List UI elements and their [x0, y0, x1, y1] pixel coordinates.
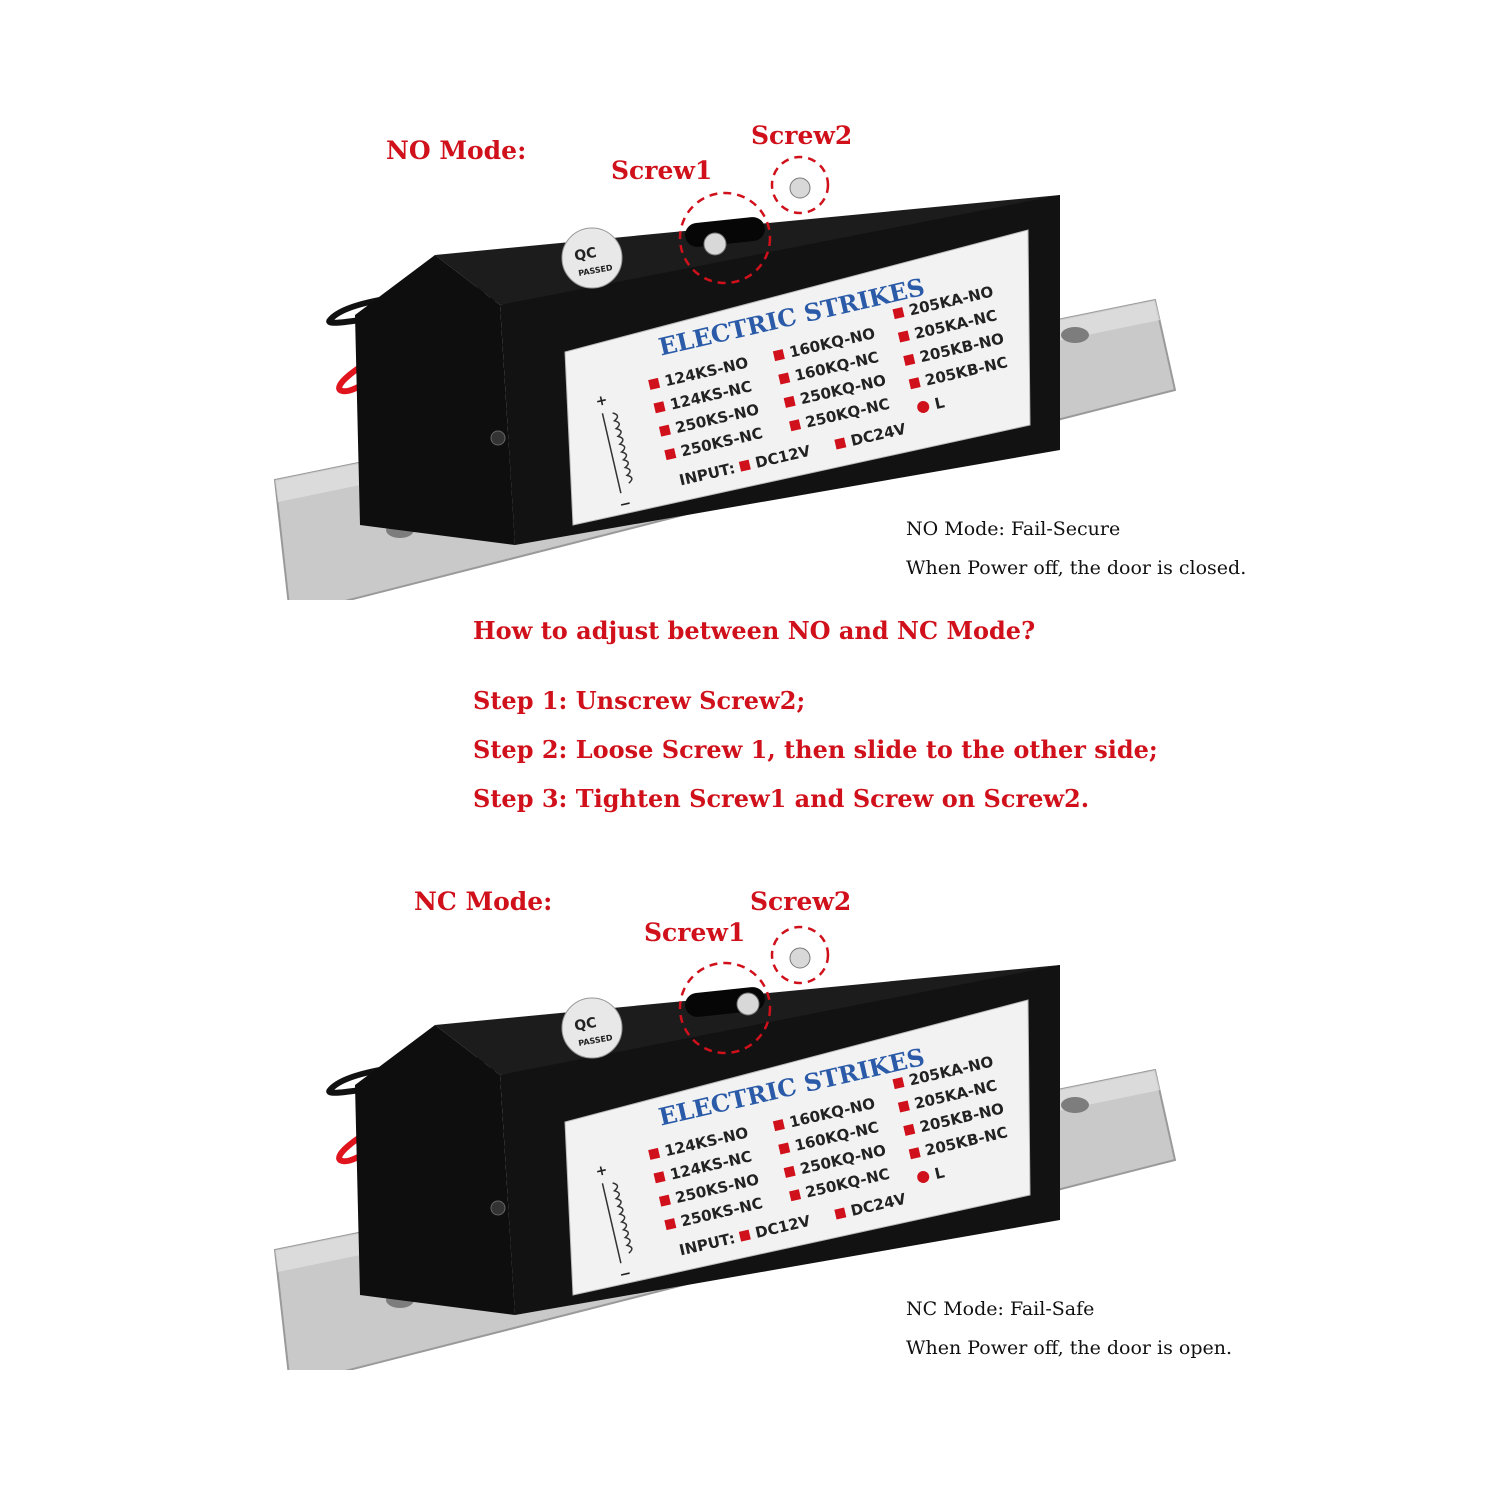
no-mode-title: NO Mode: — [386, 136, 527, 165]
adjust-question: How to adjust between NO and NC Mode? — [473, 616, 1036, 645]
screw1-icon — [703, 232, 727, 256]
svg-text:+: + — [594, 1162, 609, 1180]
screw1-dashed-circle — [678, 961, 772, 1055]
qc-passed-sticker — [561, 997, 623, 1059]
mounting-hole-icon — [1061, 1097, 1089, 1113]
nc-mode-title: NC Mode: — [414, 887, 553, 916]
coil-diagram-icon — [601, 1182, 633, 1264]
step-1: Step 1: Unscrew Screw2; — [473, 686, 806, 715]
product-label — [564, 999, 1031, 1296]
box-side-face — [355, 255, 515, 545]
box-side-face — [355, 1025, 515, 1315]
bottom-screw1-label: Screw1 — [644, 918, 746, 947]
screw2-icon — [789, 177, 811, 199]
nc-mode-note-title: NC Mode: Fail-Safe — [906, 1298, 1095, 1320]
nc-mode-note-body: When Power off, the door is open. — [906, 1337, 1233, 1359]
screw2-dashed-circle — [770, 155, 830, 215]
top-screw1-label: Screw1 — [611, 156, 713, 185]
svg-text:+: + — [594, 392, 609, 410]
svg-text:−: − — [618, 1265, 633, 1283]
screw2-dashed-circle — [770, 925, 830, 985]
qc-text: QC — [573, 245, 598, 265]
bottom-screw2-label: Screw2 — [750, 887, 852, 916]
screw2-icon — [789, 947, 811, 969]
top-screw2-label: Screw2 — [751, 121, 853, 150]
screw1-dashed-circle — [678, 191, 772, 285]
step-3: Step 3: Tighten Screw1 and Screw on Scre… — [473, 784, 1090, 813]
no-mode-note-title: NO Mode: Fail-Secure — [906, 518, 1121, 540]
electric-strike-nc-mode-photo: QC PASSED ELECTRIC STRIKES 124KS-NO 124K… — [260, 890, 1200, 1370]
electric-strike-device: QC PASSED ELECTRIC STRIKES 124KS-NO 124K… — [273, 155, 1177, 600]
coil-diagram-icon — [601, 412, 633, 494]
svg-text:L: L — [933, 393, 947, 413]
qc-text: QC — [573, 1015, 598, 1035]
no-mode-note-body: When Power off, the door is closed. — [906, 557, 1247, 579]
product-label — [564, 229, 1031, 526]
svg-text:−: − — [618, 495, 633, 513]
mounting-hole-icon — [1061, 327, 1089, 343]
electric-strike-no-mode-photo: QC PASSED ELECTRIC STRIKES 124KS-NO 124K… — [260, 120, 1200, 600]
qc-passed-sticker — [561, 227, 623, 289]
electric-strike-device: QC PASSED ELECTRIC STRIKES 124KS-NO 124K… — [273, 925, 1177, 1370]
svg-text:L: L — [933, 1163, 947, 1183]
screw1-icon — [736, 992, 760, 1016]
step-2: Step 2: Loose Screw 1, then slide to the… — [473, 735, 1158, 764]
